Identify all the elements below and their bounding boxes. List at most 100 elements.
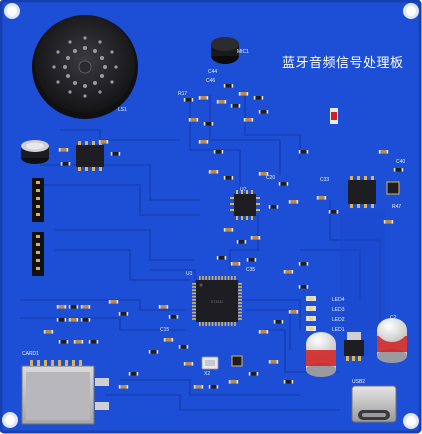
smd-resistor [258, 110, 269, 114]
smd-capacitor [243, 118, 254, 122]
smd-resistor [236, 240, 247, 244]
mcu-pin [192, 318, 196, 320]
smd-capacitor [158, 305, 169, 309]
smd-capacitor [58, 148, 69, 152]
silk-c33: C33 [320, 177, 330, 183]
small-ic-right [386, 181, 400, 195]
mcu-pin [192, 308, 196, 311]
mcu-pin [199, 322, 201, 326]
mcu-pin [202, 276, 204, 280]
mcu-pin [238, 311, 242, 314]
smd-capacitor [268, 360, 279, 364]
smd-capacitor [283, 270, 294, 274]
smd-capacitor [68, 318, 79, 322]
silk-c2: C2 [390, 315, 397, 321]
mcu-pin [199, 276, 201, 280]
electrolytic-capacitor-small [21, 140, 49, 164]
smd-resistor [393, 168, 404, 172]
silk-c35: C35 [246, 267, 256, 273]
smd-resistor [80, 318, 91, 322]
smd-resistor [246, 258, 257, 262]
smd-capacitor [383, 220, 394, 224]
mcu-pin [192, 295, 196, 298]
silk-led2: LED2 [332, 317, 345, 323]
mcu-pin [238, 318, 242, 320]
smd-resistor [168, 315, 179, 319]
mcu-pin [192, 302, 196, 304]
mcu-pin [238, 305, 242, 307]
mcu-pin [192, 286, 196, 288]
smd-capacitor [223, 228, 234, 232]
smd-capacitor [98, 140, 109, 144]
mcu-pin [224, 276, 227, 280]
mcu-pin [192, 289, 196, 291]
smd-resistor [203, 122, 214, 126]
smd-capacitor [118, 385, 129, 389]
ic-opamp-left [76, 141, 104, 171]
ic-opamp-right [348, 176, 376, 208]
smd-resistor [88, 340, 99, 344]
smd-capacitor [250, 236, 261, 240]
smd-resistor [230, 104, 241, 108]
silk-led3: LED3 [332, 307, 345, 313]
mcu-pin [238, 286, 242, 288]
smd-capacitor [183, 362, 194, 366]
smd-resistor [298, 150, 309, 154]
silk-c15: C15 [160, 327, 170, 333]
smd-resistor [60, 162, 71, 166]
ic-main-mcu: STM32 [192, 276, 242, 326]
silk-r17: R17 [178, 91, 188, 97]
silk-u1: U1 [186, 271, 193, 277]
smd-resistor [253, 96, 264, 100]
smd-capacitor [258, 330, 269, 334]
mcu-pin [238, 315, 242, 317]
led-array [306, 296, 316, 331]
smd-capacitor [80, 305, 91, 309]
silk-x2: X2 [204, 371, 211, 377]
pin-header-top [32, 178, 44, 222]
smd-resistor [178, 345, 189, 349]
mcu-pin [227, 322, 230, 326]
mcu-pin [224, 322, 227, 326]
smd-resistor [183, 98, 194, 102]
mcu-pin [218, 276, 220, 280]
voltage-regulator [344, 332, 364, 361]
ic-audio-codec [230, 190, 260, 220]
smd-capacitor [56, 305, 67, 309]
small-ic-bottom [231, 355, 243, 367]
smd-capacitor [230, 262, 241, 266]
mcu-pin [205, 276, 207, 280]
mcu-pin [238, 292, 242, 295]
smd-resistor [68, 305, 79, 309]
svg-text:STM32: STM32 [211, 299, 225, 304]
smd-resistor [208, 385, 219, 389]
silk-led4: LED4 [332, 297, 345, 303]
smd-capacitor [108, 300, 119, 304]
silk-ls1: LS1 [118, 107, 127, 113]
mcu-pin [192, 292, 196, 295]
smd-capacitor [288, 310, 299, 314]
mcu-pin [192, 283, 196, 285]
smd-capacitor [198, 140, 209, 144]
mcu-pin [211, 322, 214, 326]
mcu-pin [208, 276, 211, 280]
smd-capacitor [316, 196, 327, 200]
mcu-pin [202, 322, 204, 326]
copper-pour-right [340, 210, 385, 330]
mcu-pin [192, 305, 196, 307]
passive-components [43, 84, 404, 389]
mcu-pin [192, 299, 196, 301]
mcu-pin [221, 276, 223, 280]
smd-resistor [268, 205, 279, 209]
mcu-pin [215, 276, 217, 280]
mcu-pin [221, 322, 223, 326]
silk-mic1: MIC1 [237, 49, 249, 55]
smd-resistor [56, 318, 67, 322]
mcu-pin [205, 322, 207, 326]
silk-usb: USB2 [352, 379, 366, 385]
mcu-pin [192, 311, 196, 314]
crystal [201, 356, 219, 370]
mcu-pin [231, 322, 233, 326]
